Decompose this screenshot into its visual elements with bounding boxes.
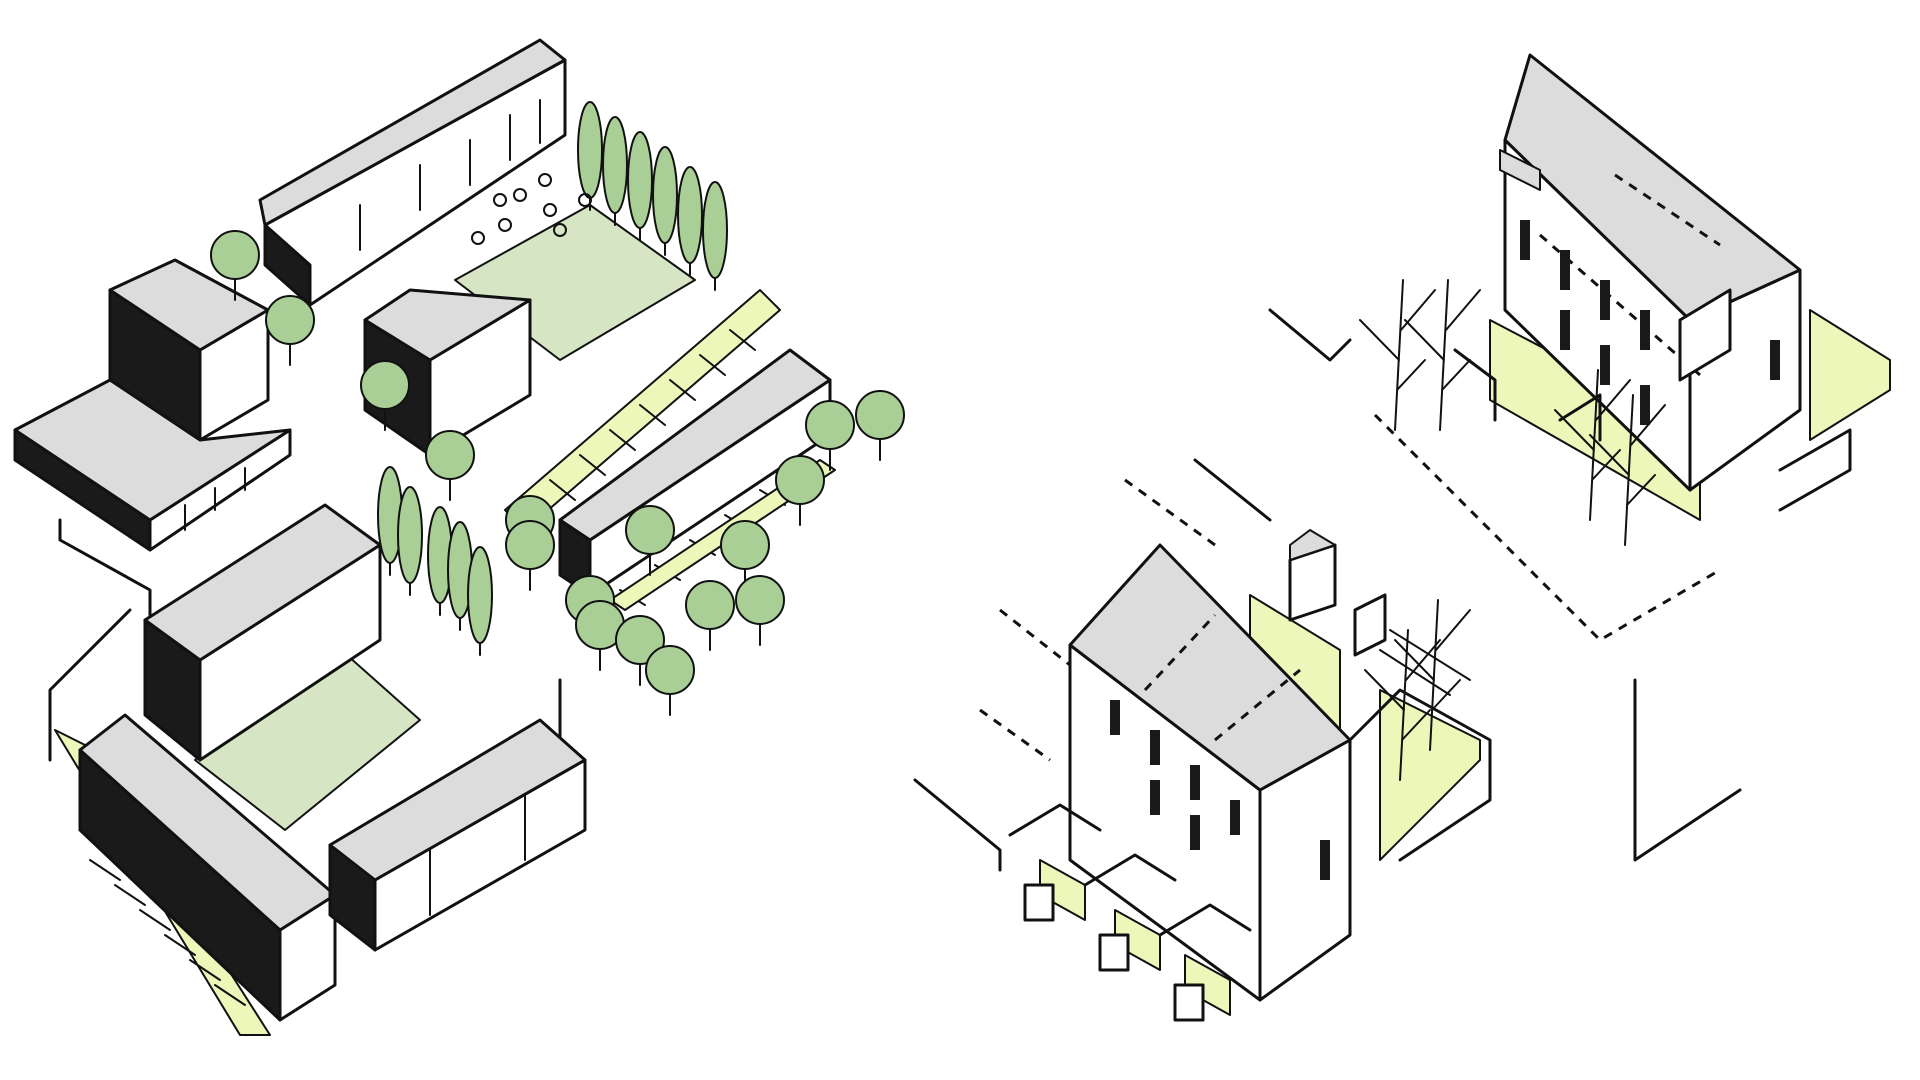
- porch-box: [1173, 983, 1205, 1022]
- tree-icon: [210, 230, 260, 301]
- building-tall-block: [108, 258, 270, 442]
- window: [1150, 780, 1160, 815]
- porch-box: [1023, 883, 1055, 922]
- tree-icon: [625, 505, 675, 576]
- bare-tree-icon: [1394, 599, 1471, 751]
- tree-icon: [575, 600, 625, 671]
- cypress-tree-icon: [577, 101, 603, 211]
- bare-tree-icon: [1589, 394, 1666, 546]
- cypress-tree-icon: [627, 131, 653, 241]
- window: [1640, 310, 1650, 350]
- cypress-tree-icon: [652, 146, 678, 256]
- building-southeast-bar: [328, 718, 587, 952]
- cypress-tree-icon: [447, 521, 473, 631]
- window: [1110, 700, 1120, 735]
- window: [1600, 280, 1610, 320]
- bare-tree-icon: [1364, 629, 1441, 781]
- window: [1150, 730, 1160, 765]
- bare-tree-icon: [1554, 369, 1631, 521]
- bare-tree-icon: [1359, 279, 1436, 431]
- cypress-trees: [377, 101, 728, 656]
- window: [1190, 815, 1200, 850]
- north-windows: [1520, 220, 1780, 425]
- tree-icon: [505, 520, 555, 591]
- tree-icon: [360, 360, 410, 431]
- window: [1560, 250, 1570, 290]
- building-center-west: [143, 503, 382, 762]
- porch-box: [1098, 933, 1130, 972]
- tree-icon: [615, 615, 665, 686]
- south-windows: [1110, 700, 1330, 880]
- round-trees: [210, 230, 905, 716]
- cypress-tree-icon: [702, 181, 728, 291]
- bare-trees: [1359, 279, 1666, 781]
- window: [1600, 345, 1610, 385]
- cypress-tree-icon: [397, 486, 423, 596]
- building-north-bar: [258, 38, 567, 307]
- window: [1190, 765, 1200, 800]
- window: [1770, 340, 1780, 380]
- bare-tree-icon: [1404, 279, 1481, 431]
- building-west-low-block: [13, 378, 292, 552]
- window: [1520, 220, 1530, 260]
- tree-icon: [805, 400, 855, 471]
- cypress-tree-icon: [677, 166, 703, 276]
- tree-icon: [735, 575, 785, 646]
- tree-icon: [855, 390, 905, 461]
- cypress-tree-icon: [467, 546, 493, 656]
- cypress-tree-icon: [602, 116, 628, 226]
- tree-icon: [265, 295, 315, 366]
- detail-drawings: [913, 53, 1891, 1022]
- window: [1560, 310, 1570, 350]
- window: [1320, 840, 1330, 880]
- detail-building-north: [1268, 53, 1891, 862]
- window: [1230, 800, 1240, 835]
- masterplan-group: [13, 38, 905, 1036]
- tree-icon: [685, 580, 735, 651]
- tree-icon: [775, 455, 825, 526]
- building-southwest-bar: [54, 713, 337, 1036]
- window: [1640, 385, 1650, 425]
- shrub-dots: [471, 173, 592, 245]
- tree-icon: [425, 430, 475, 501]
- detail-building-south: [913, 458, 1492, 1022]
- tree-icon: [645, 645, 695, 716]
